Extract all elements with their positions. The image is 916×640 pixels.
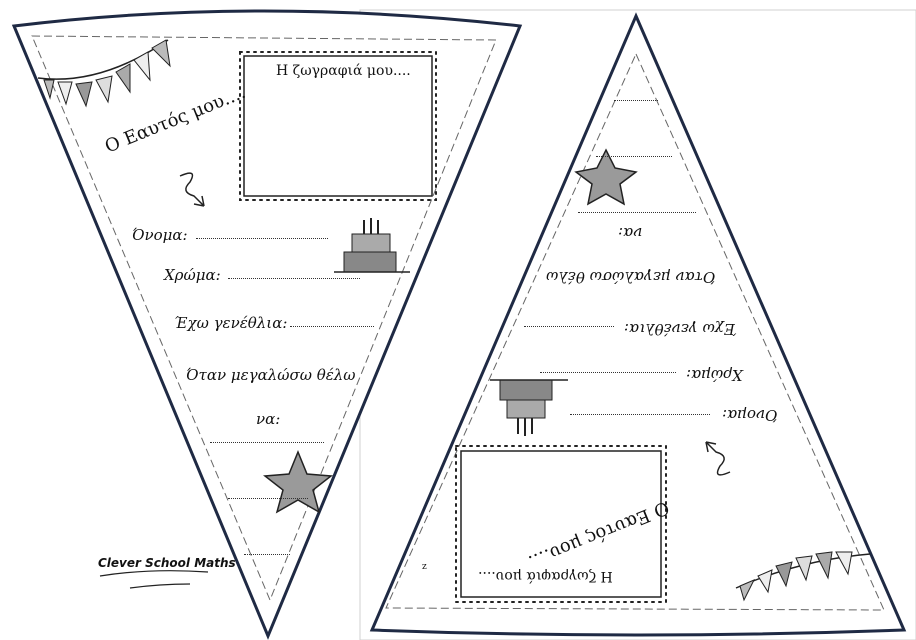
- left-grow-up-label: Όταν μεγαλώσω θέλω: [186, 366, 356, 384]
- curly-arrow-icon: [179, 172, 205, 207]
- right-color-line[interactable]: [540, 372, 676, 373]
- left-color-label: Χρώμα:: [164, 266, 221, 284]
- left-name-line[interactable]: [196, 238, 328, 239]
- right-pennant-cutline: [385, 52, 885, 611]
- left-drawing-frame: [239, 51, 437, 201]
- right-name-label: Όνομα:: [722, 406, 778, 424]
- left-wish-line-1[interactable]: [210, 442, 324, 443]
- left-birthday-label: Έχω γενέθλια:: [174, 314, 288, 332]
- bunting-icon: [735, 551, 871, 602]
- star-icon: [574, 148, 638, 206]
- left-pennant-cutline: [31, 35, 497, 602]
- birthday-cake-icon: [334, 218, 410, 273]
- right-drawing-label: Η ζωγραφιά μου....: [478, 568, 613, 584]
- right-wish-line-3[interactable]: [614, 100, 658, 101]
- right-birthday-line[interactable]: [524, 326, 614, 327]
- right-to-label: να:: [618, 224, 643, 242]
- right-grow-up-label: Όταν μεγαλώσω θέλω: [546, 268, 716, 286]
- left-wish-line-2[interactable]: [228, 498, 308, 499]
- left-pennant-outline: [11, 9, 523, 640]
- left-drawing-label: Η ζωγραφιά μου....: [276, 63, 411, 79]
- star-icon: [263, 450, 333, 514]
- right-wish-line-2[interactable]: [596, 156, 672, 157]
- left-color-line[interactable]: [228, 278, 360, 279]
- birthday-cake-icon: [490, 379, 568, 436]
- left-birthday-line[interactable]: [290, 326, 374, 327]
- page-mark: z: [422, 562, 427, 572]
- bunting-icon: [37, 39, 171, 108]
- right-name-line[interactable]: [570, 414, 710, 415]
- right-pennant-outline: [369, 12, 907, 637]
- right-birthday-label: Έχω γενέθλια:: [624, 320, 738, 338]
- right-color-label: Χρώμα:: [686, 366, 743, 384]
- left-wish-line-3[interactable]: [244, 554, 290, 555]
- brand-logo: Clever School Maths: [98, 556, 236, 570]
- curly-arrow-icon: [705, 441, 731, 476]
- brand-flourish: [99, 570, 209, 589]
- left-name-label: Όνομα:: [132, 226, 188, 244]
- right-wish-line-1[interactable]: [578, 212, 696, 213]
- left-to-label: να:: [256, 410, 281, 428]
- right-drawing-frame: [455, 445, 667, 603]
